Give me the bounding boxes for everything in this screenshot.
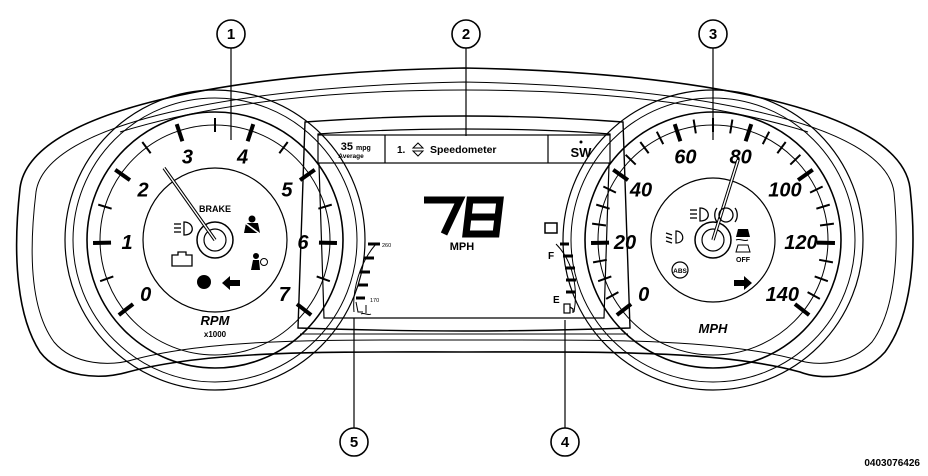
fuel-full-label: F: [548, 251, 554, 262]
callout-3-number: 3: [709, 26, 717, 43]
speedo-minor-tick: [820, 224, 834, 226]
tach-minor-tick: [279, 142, 287, 153]
speedo-minor-tick: [808, 292, 820, 299]
digital-speed-unit: MPH: [450, 241, 475, 253]
speedo-minor-tick: [603, 187, 616, 193]
menu-index: 1.: [397, 145, 406, 156]
abs-label: ABS: [673, 268, 687, 275]
callout-2-number: 2: [462, 26, 470, 43]
speedo-minor-tick: [593, 260, 607, 263]
speedo-numeral: 60: [674, 146, 696, 168]
speedo-minor-tick: [810, 187, 823, 193]
tach-numeral: 2: [136, 179, 148, 201]
figure-id: 0403076426: [864, 458, 920, 469]
menu-title: Speedometer: [430, 144, 497, 156]
check-engine-icon: [172, 252, 192, 266]
speedo-unit: MPH: [699, 321, 729, 336]
compass-heading: SW: [571, 145, 593, 160]
airbag-warning-icon: [251, 253, 268, 270]
tach-multiplier: x1000: [204, 330, 227, 339]
speedo-minor-tick: [606, 292, 618, 299]
speedo-numeral: 100: [768, 179, 801, 201]
tach-major-tick: [248, 124, 254, 141]
traction-off-label: OFF: [736, 257, 751, 264]
speedo-major-tick: [746, 124, 752, 141]
tach-brake-label: BRAKE: [199, 204, 231, 214]
tach-minor-tick: [100, 276, 113, 281]
speedo-minor-tick: [730, 120, 732, 134]
seatbelt-warning-icon: [244, 216, 260, 235]
speedo-minor-tick: [592, 224, 606, 226]
fuel-empty-label: E: [553, 295, 560, 306]
digit-eight-icon: [466, 200, 500, 234]
speedo-minor-tick: [657, 132, 663, 144]
digital-speed-group: [424, 200, 500, 234]
tach-numeral: 1: [121, 232, 132, 254]
tach-unit: RPM: [201, 313, 231, 328]
tach-numeral: 7: [279, 284, 291, 306]
callout-5-number: 5: [350, 434, 358, 451]
tach-numeral: 6: [297, 232, 309, 254]
traction-control-icon: [736, 229, 750, 241]
tach-numeral: 3: [182, 146, 193, 168]
speedo-minor-tick: [777, 142, 785, 153]
mpg-unit: mpg: [356, 145, 371, 152]
speedo-numeral: 40: [629, 179, 652, 201]
headlight-icon: [174, 222, 192, 235]
speedo-minor-tick: [640, 142, 648, 153]
callout-5: 5: [340, 318, 368, 456]
display-indicator-square: [545, 223, 557, 233]
mpg-value: 35: [341, 141, 353, 153]
tach-minor-tick: [142, 142, 150, 153]
compass-dot-icon: [580, 141, 583, 144]
speedo-numeral: 120: [784, 232, 817, 254]
callout-2: 2: [452, 20, 480, 136]
temp-hot-label: 260: [382, 243, 391, 249]
tach-numeral: 0: [140, 284, 151, 306]
speedo-numeral: 140: [766, 284, 799, 306]
mpg-label: Average: [338, 153, 364, 160]
tach-numeral: 5: [281, 179, 293, 201]
speedo-minor-tick: [763, 132, 769, 144]
brake-indicator-dot-icon: [197, 275, 211, 289]
tach-numeral: 4: [236, 146, 248, 168]
callout-4-number: 4: [561, 434, 570, 451]
speedo-numeral: 0: [638, 284, 649, 306]
digit-seven-icon: [424, 200, 460, 234]
callout-1: 1: [217, 20, 245, 140]
tach-major-tick: [177, 124, 183, 141]
fog-light-icon: [690, 208, 708, 221]
low-beam-icon: [666, 231, 683, 243]
fuel-pump-icon: [564, 304, 573, 313]
tachometer-ticks: [93, 118, 337, 315]
speedo-major-tick: [675, 124, 681, 141]
speedo-numeral: 80: [729, 146, 751, 168]
traction-control-off-icon: [736, 245, 750, 252]
left-turn-signal-icon: [222, 276, 240, 290]
speedo-minor-tick: [694, 120, 696, 134]
coolant-temp-icon: [361, 305, 371, 315]
speedo-minor-tick: [815, 276, 828, 281]
temp-cold-label: 170: [370, 298, 379, 304]
right-turn-signal-icon: [734, 276, 752, 290]
callout-1-number: 1: [227, 26, 235, 43]
speedo-numeral: 20: [613, 232, 636, 254]
callout-3: 3: [699, 20, 727, 140]
speedo-minor-tick: [819, 260, 833, 263]
